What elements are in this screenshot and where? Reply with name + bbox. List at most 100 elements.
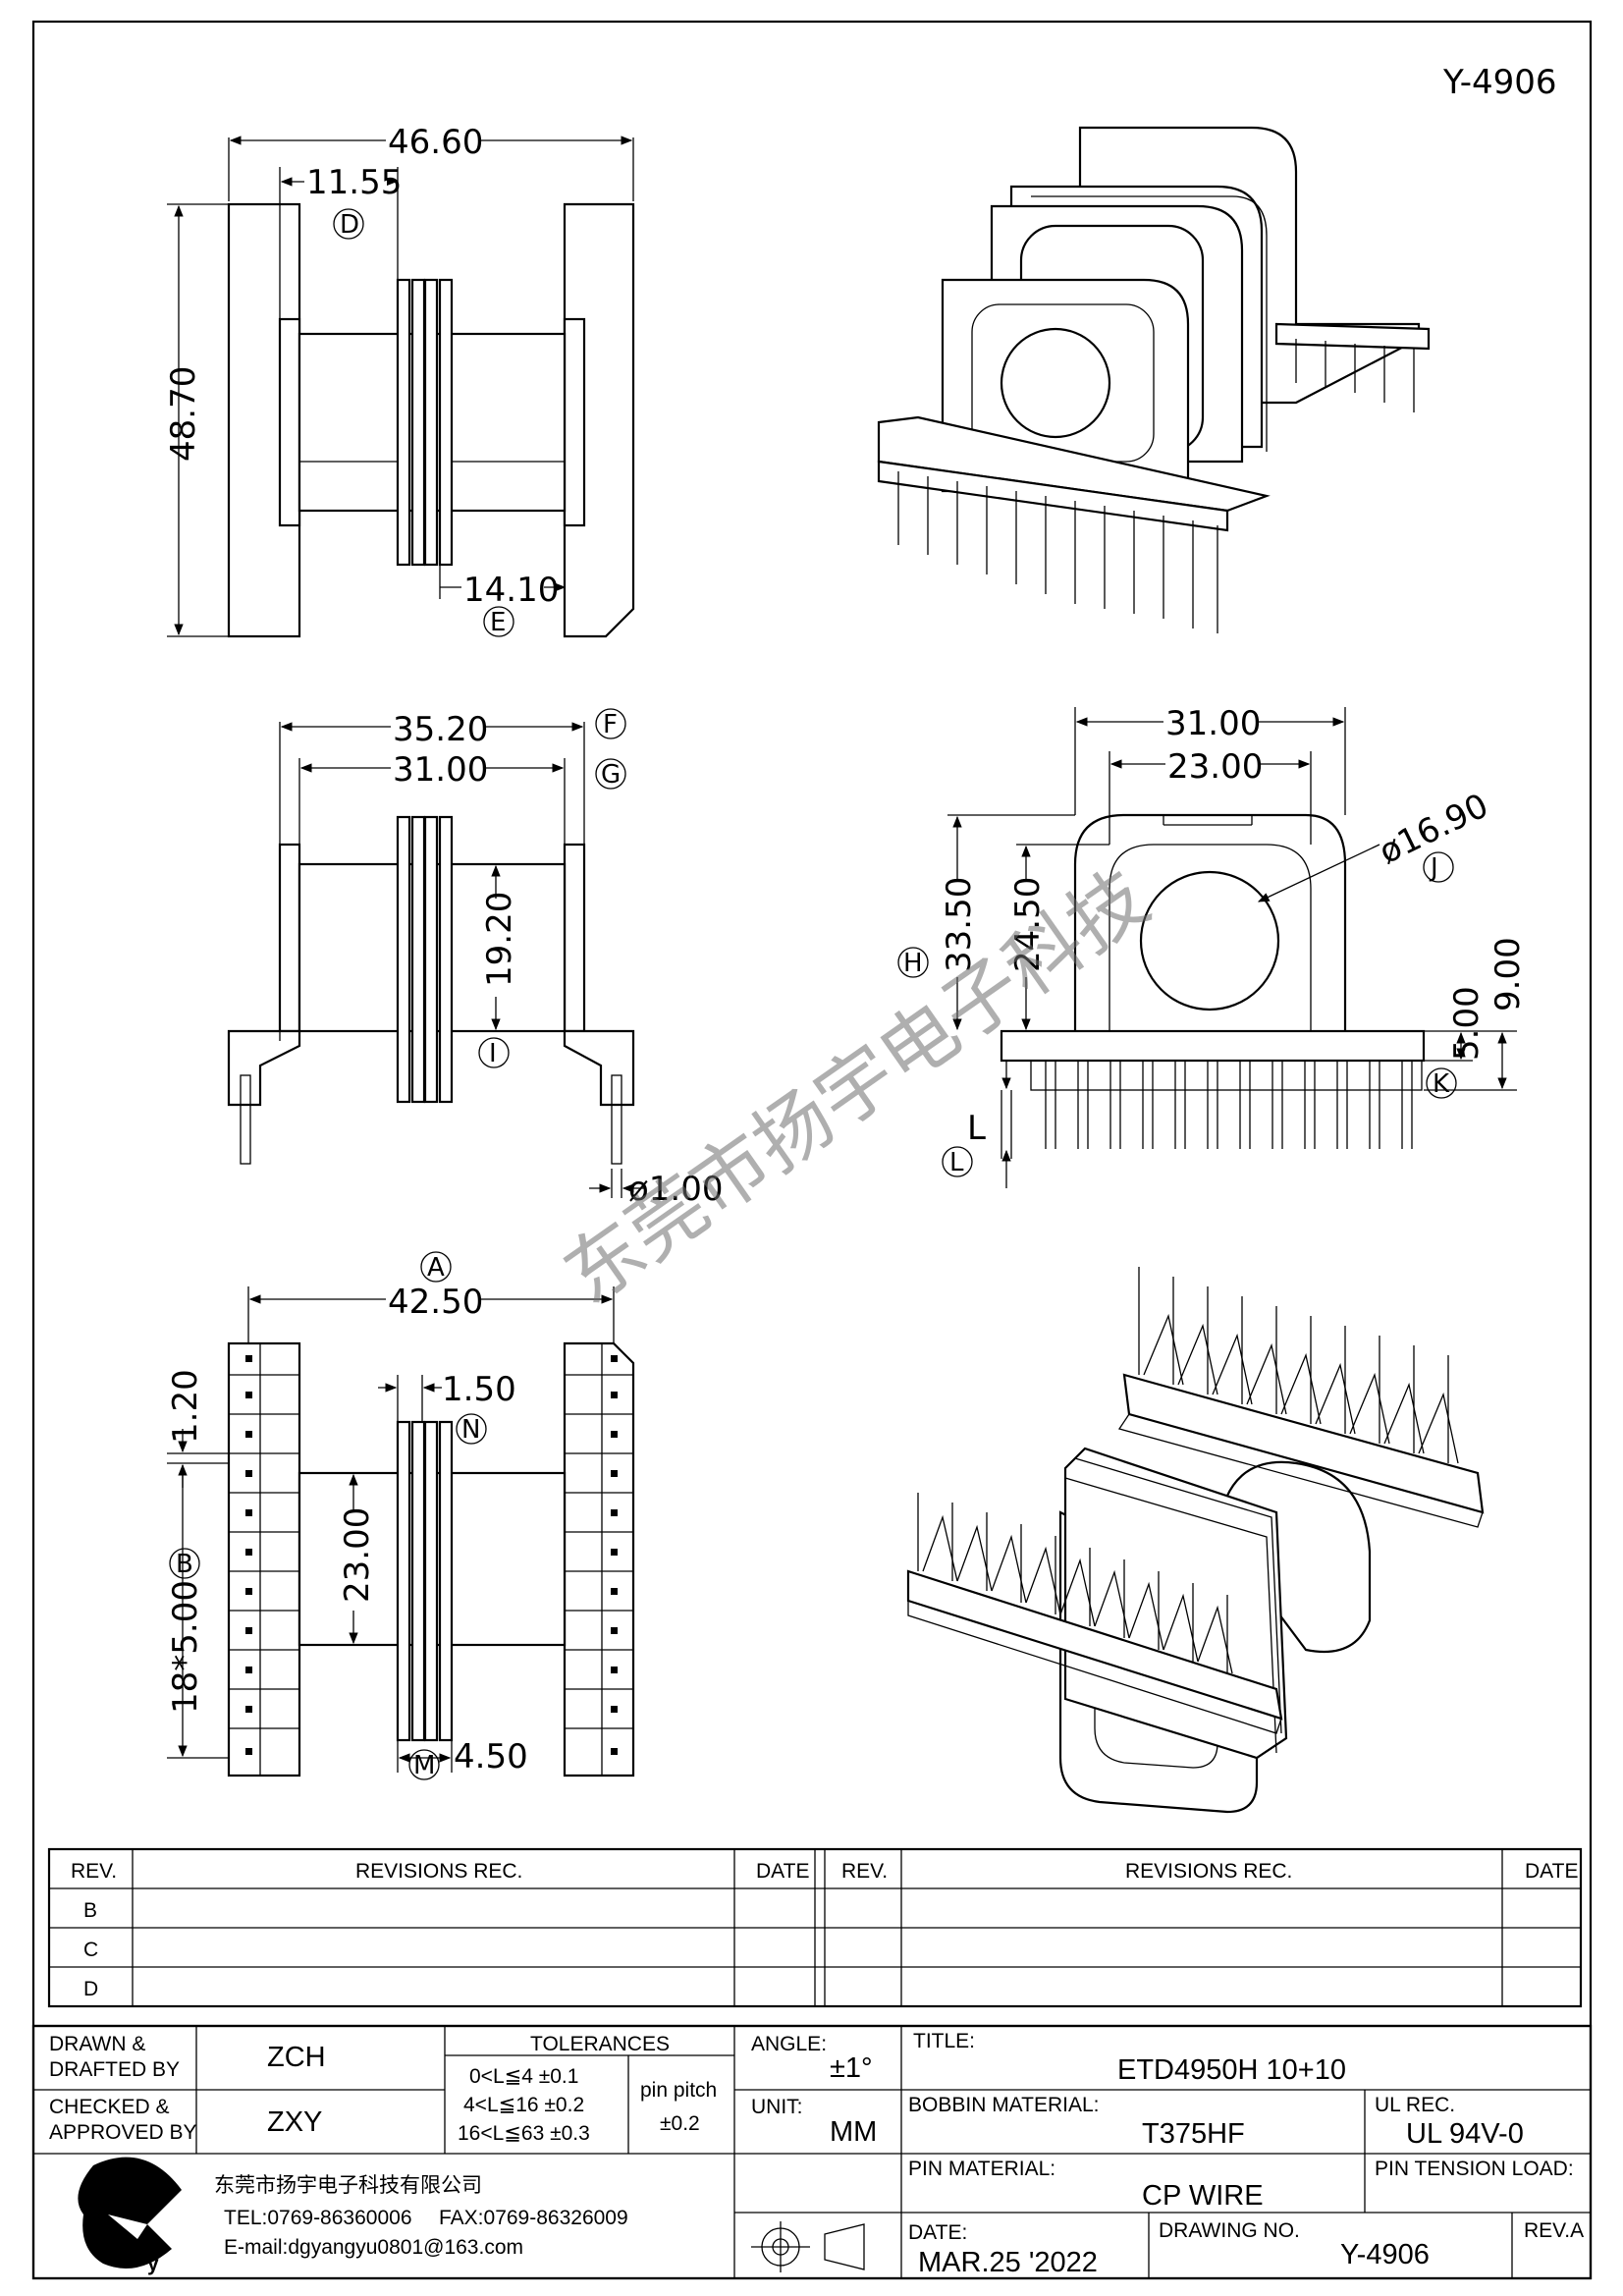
svg-text:E: E (490, 608, 506, 637)
revision-table: REV. REVISIONS REC. DATE REV. REVISIONS … (47, 1847, 1583, 2008)
dim-31-00-side: 31.00 (1165, 704, 1261, 743)
tol-row-1: 0<L≦4 ±0.1 (469, 2065, 578, 2088)
rev-header-6: DATE (1525, 1860, 1578, 1883)
company-name: 东莞市扬宇电子科技有限公司 (214, 2174, 482, 2197)
company-logo: y (78, 2157, 182, 2275)
rev-header-3: DATE (756, 1860, 809, 1883)
svg-text:L: L (949, 1148, 964, 1177)
svg-text:I: I (489, 1039, 497, 1068)
company-email: E-mail:dgyangyu0801@163.com (224, 2236, 523, 2259)
dim-18x5: 18*5.00 (166, 1580, 205, 1714)
drawn-label-2: DRAFTED BY (49, 2058, 180, 2081)
angle-label: ANGLE: (751, 2033, 827, 2055)
dim-9-00: 9.00 (1488, 937, 1528, 1011)
bottom-view: 42.50 1.50 1.20 18*5.00 23.00 4.50 (166, 1282, 635, 1777)
front-view: 35.20 31.00 19.20 ø1.00 (227, 709, 724, 1209)
svg-text:J: J (1429, 853, 1438, 883)
bobbin-material-label: BOBBIN MATERIAL: (908, 2094, 1100, 2116)
pin-pitch-value: ±0.2 (660, 2112, 700, 2135)
pin-material-value: CP WIRE (1142, 2180, 1264, 2212)
dim-4-50: 4.50 (454, 1737, 528, 1777)
date-value: MAR.25 '2022 (918, 2247, 1098, 2278)
title-label: TITLE: (913, 2030, 975, 2052)
dim-L: L (967, 1109, 986, 1148)
dim-24-50: 24.50 (1008, 877, 1048, 972)
ul-rec-label: UL REC. (1375, 2094, 1455, 2116)
pin-pitch-label: pin pitch (640, 2079, 717, 2102)
checked-value: ZXY (267, 2106, 322, 2138)
drawing-no-label: DRAWING NO. (1159, 2219, 1300, 2242)
callout-A: A (420, 1251, 452, 1283)
dim-35-20: 35.20 (393, 710, 488, 749)
drawing-no-value: Y-4906 (1340, 2239, 1430, 2270)
rev-header-2: REVISIONS REC. (355, 1860, 522, 1883)
watermark: 东莞市扬宇电子科技 (549, 853, 1164, 1321)
side-view: 31.00 23.00 ø16.90 33.50 24.50 9.00 5.00… (940, 702, 1528, 1188)
dim-5-00: 5.00 (1447, 986, 1487, 1061)
svg-text:A: A (427, 1253, 445, 1283)
rev-row-b: B (83, 1899, 97, 1922)
pin-tension-label: PIN TENSION LOAD: (1375, 2158, 1574, 2180)
svg-text:K: K (1433, 1069, 1450, 1099)
svg-text:N: N (461, 1415, 480, 1445)
title-block: DRAWN & DRAFTED BY ZCH CHECKED & APPROVE… (31, 2024, 1593, 2280)
checked-label-2: APPROVED BY (49, 2121, 197, 2144)
callout-labels: D E F G I H J K L A N B M (169, 208, 1457, 1780)
dim-23-00-side: 23.00 (1167, 747, 1263, 787)
company-tel: TEL:0769-86360006 (224, 2207, 412, 2229)
callout-F: F (595, 708, 626, 739)
callout-D: D (333, 208, 364, 240)
callout-E: E (483, 606, 514, 637)
svg-text:G: G (601, 760, 621, 790)
callout-L: L (942, 1146, 973, 1177)
unit-label: UNIT: (751, 2096, 803, 2118)
unit-value: MM (830, 2116, 877, 2148)
drawn-value: ZCH (267, 2042, 326, 2073)
dim-46-60: 46.60 (388, 123, 483, 162)
callout-B: B (169, 1548, 200, 1579)
dim-48-70: 48.70 (164, 366, 203, 462)
tol-row-3: 16<L≦63 ±0.3 (458, 2122, 590, 2145)
iso-view-bottom (906, 1267, 1485, 1814)
svg-text:y: y (147, 2253, 159, 2275)
ul-rec-value: UL 94V-0 (1406, 2118, 1524, 2150)
bottom-view-pin-grid (229, 1343, 633, 1776)
svg-text:D: D (340, 210, 359, 240)
checked-label-1: CHECKED & (49, 2096, 170, 2118)
dim-1-00: ø1.00 (628, 1170, 724, 1209)
dim-1-20: 1.20 (166, 1369, 205, 1444)
callout-G: G (595, 758, 626, 790)
rev-row-c: C (83, 1939, 98, 1961)
rev-header-5: REVISIONS REC. (1125, 1860, 1292, 1883)
pin-material-label: PIN MATERIAL: (908, 2158, 1055, 2180)
svg-text:H: H (903, 949, 923, 978)
dim-1-50: 1.50 (442, 1370, 516, 1409)
callout-K: K (1426, 1067, 1457, 1099)
dim-33-50: 33.50 (940, 877, 979, 972)
dim-31-00-front: 31.00 (393, 750, 488, 790)
dim-14-10: 14.10 (463, 571, 559, 610)
svg-text:F: F (603, 710, 618, 739)
callout-J: J (1423, 851, 1454, 883)
dim-23-00-bottom: 23.00 (338, 1507, 377, 1603)
rev-label: REV.A (1524, 2219, 1584, 2242)
company-fax: FAX:0769-86326009 (439, 2207, 628, 2229)
dim-42-50: 42.50 (388, 1283, 483, 1322)
callout-I-front: I (478, 1037, 510, 1068)
iso-view-top (877, 126, 1431, 633)
rev-row-d: D (83, 1978, 98, 2000)
rev-header-1: REV. (71, 1860, 117, 1883)
callout-H: H (897, 947, 929, 978)
tol-row-2: 4<L≦16 ±0.2 (463, 2094, 584, 2116)
callout-N: N (456, 1413, 487, 1445)
dim-11-55: 11.55 (306, 163, 402, 202)
date-label: DATE: (908, 2221, 967, 2244)
callout-M: M (408, 1749, 440, 1780)
rev-header-4: REV. (841, 1860, 888, 1883)
bobbin-material-value: T375HF (1142, 2118, 1245, 2150)
top-view: 46.60 11.55 48.70 14.10 (164, 122, 635, 638)
svg-text:M: M (413, 1751, 435, 1780)
drawn-label-1: DRAWN & (49, 2033, 145, 2055)
projection-symbol (751, 2221, 865, 2272)
